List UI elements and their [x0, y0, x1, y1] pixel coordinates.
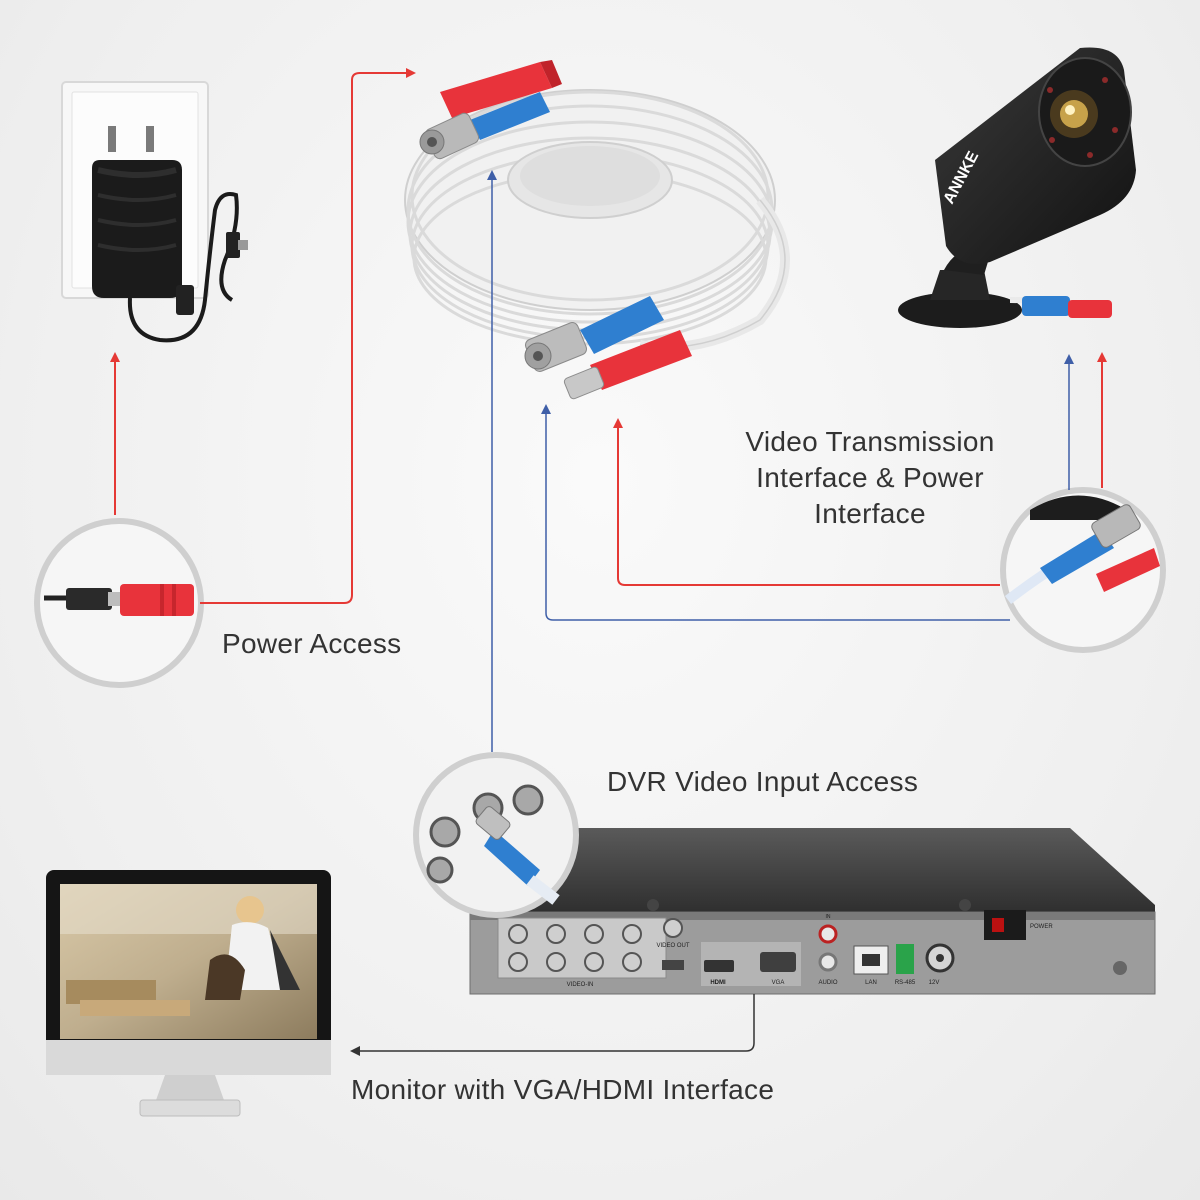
vga-label: VGA	[772, 980, 785, 986]
power-line-camera-to-cable	[613, 418, 1000, 586]
power-switch-label: POWER	[1030, 924, 1053, 930]
monitor-line-dvr-to-monitor	[350, 994, 755, 1056]
rs485-label: RS-485	[895, 980, 916, 986]
bnc-cable-coil	[404, 89, 790, 353]
monitor-interface-label: Monitor with VGA/HDMI Interface	[351, 1074, 775, 1105]
ground-screw	[1113, 961, 1127, 975]
hdmi-label: HDMI	[710, 980, 726, 986]
video-line-camera-to-cable	[541, 404, 1010, 621]
bottom-connectors	[524, 296, 692, 400]
video-in-label: VIDEO-IN	[567, 982, 594, 988]
power-access-label: Power Access	[222, 628, 402, 659]
power-access-callout	[34, 518, 204, 688]
rs485-port	[896, 944, 914, 974]
hdmi-port	[704, 960, 734, 972]
video-transmission-line-3: Interface	[814, 498, 926, 529]
audio-label: AUDIO	[818, 980, 837, 986]
usb-port	[662, 960, 684, 970]
security-camera: ANNKE	[898, 47, 1136, 328]
power-adapter	[92, 160, 248, 343]
video-transmission-line-1: Video Transmission	[745, 426, 995, 457]
power-12v-label: 12V	[929, 980, 940, 986]
lan-port	[853, 945, 889, 975]
video-transmission-line-2: Interface & Power	[756, 462, 984, 493]
dvr-recorder: VIDEO-IN VIDEO OUT HDMI VGA IN AUDIO LAN…	[469, 828, 1156, 995]
lan-label: LAN	[865, 980, 877, 986]
dvr-input-callout	[413, 752, 579, 918]
video-out-label: VIDEO OUT	[656, 943, 689, 949]
video-transmission-label: Video Transmission Interface & Power Int…	[700, 424, 1040, 532]
vga-port	[760, 952, 796, 972]
dvr-video-input-label: DVR Video Input Access	[607, 766, 919, 797]
power-line-to-cable	[200, 68, 416, 604]
video-in-ports	[508, 924, 642, 972]
audio-in-label: IN	[826, 914, 831, 920]
top-connectors	[419, 60, 562, 160]
power-switch	[984, 910, 1026, 940]
camera-connector-callout	[1000, 487, 1166, 653]
monitor	[46, 870, 331, 1117]
